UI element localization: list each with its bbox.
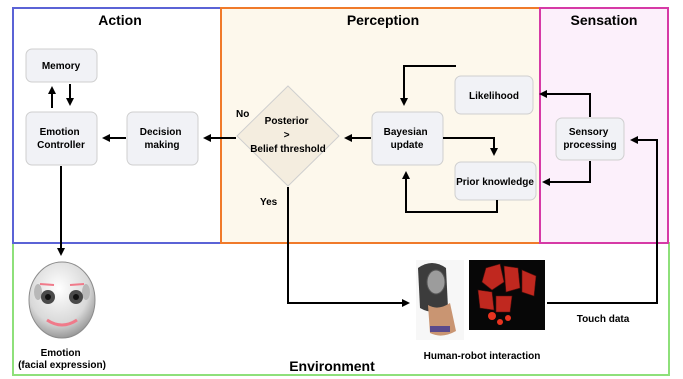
environment-title: Environment (289, 358, 375, 374)
sensation-title: Sensation (571, 12, 638, 28)
likelihood-node: Likelihood (454, 75, 534, 115)
likelihood-label: Likelihood (469, 91, 519, 102)
connectors (48, 65, 658, 307)
arrow-sensory-to-likelihood (539, 90, 591, 117)
prior-knowledge-node: Prior knowledge (454, 161, 537, 201)
sensory-processing-label: Sensory processing (563, 127, 616, 151)
decision-making-label: Decision making (140, 127, 184, 151)
action-title: Action (98, 12, 142, 28)
arrow-sensory-to-prior (542, 161, 591, 186)
perception-title: Perception (347, 12, 419, 28)
bayesian-update-node: Bayesian update (371, 111, 444, 166)
environment-panel: Environment (12, 242, 670, 376)
decision-label: Posterior > Belief threshold (250, 116, 326, 155)
arrow-touch-to-sensory (547, 136, 658, 304)
touch-data-label: Touch data (577, 314, 630, 325)
decision-making-node: Decision making (126, 111, 199, 166)
touch-sensor-image (416, 260, 545, 340)
emotion-controller-label: Emotion Controller (37, 127, 85, 151)
sensory-processing-node: Sensory processing (555, 117, 625, 161)
no-label: No (236, 109, 249, 120)
memory-label: Memory (42, 61, 81, 72)
interaction-caption: Human-robot interaction (424, 351, 541, 362)
arrow-likelihood-to-bayesian (400, 65, 456, 106)
emotion-controller-node: Emotion Controller (25, 111, 98, 166)
emotion-caption: Emotion (facial expression) (18, 348, 106, 371)
belief-threshold-decision: Posterior > Belief threshold (236, 85, 340, 187)
yes-label: Yes (260, 197, 278, 208)
arrow-yes-to-interaction (287, 187, 410, 307)
prior-knowledge-label: Prior knowledge (456, 177, 534, 188)
memory-node: Memory (25, 48, 98, 83)
arrow-prior-to-bayesian (402, 171, 498, 213)
robot-face-image (28, 261, 96, 339)
arrow-bayesian-to-prior (443, 137, 498, 156)
bayesian-update-label: Bayesian update (384, 127, 431, 151)
